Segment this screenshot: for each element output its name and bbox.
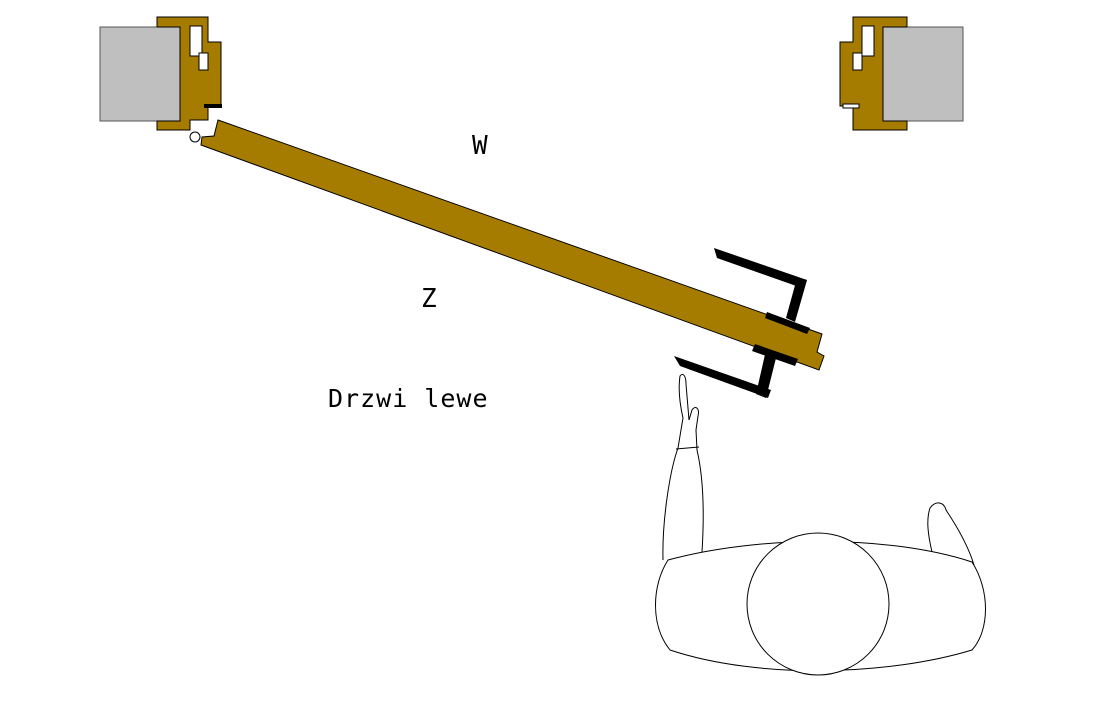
person-head — [746, 532, 890, 676]
right-wall — [882, 26, 964, 122]
label-w: W — [472, 131, 488, 161]
door-leaf — [200, 119, 825, 371]
hinge — [189, 131, 201, 143]
caption-text: Drzwi lewe — [328, 384, 489, 413]
left-door-frame — [156, 16, 222, 143]
person-right-arm — [927, 502, 975, 566]
person-figure — [655, 373, 986, 676]
right-door-frame — [839, 16, 908, 131]
door-handle — [674, 248, 810, 398]
left-wall — [99, 26, 181, 122]
person-left-arm — [662, 373, 704, 561]
label-z: Z — [421, 284, 437, 314]
